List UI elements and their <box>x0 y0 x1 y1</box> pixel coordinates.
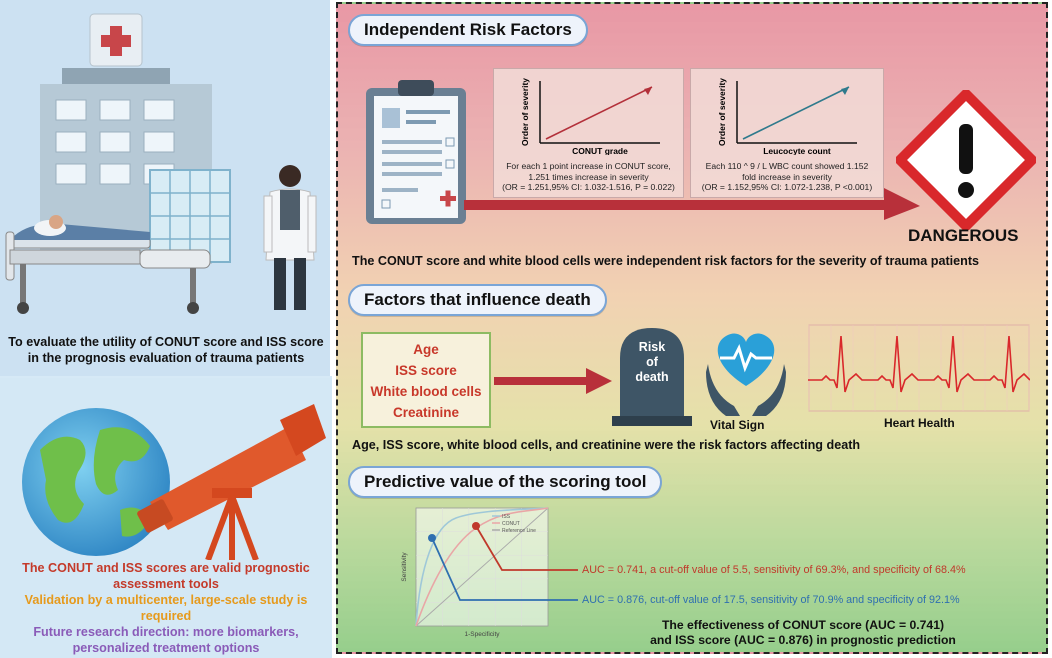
telescope-icon <box>137 404 326 560</box>
conclusions: The CONUT and ISS scores are valid progn… <box>6 560 326 656</box>
ecg-trace <box>808 335 1030 393</box>
left-panel: To evaluate the utility of CONUT score a… <box>0 0 332 658</box>
globe-telescope-illustration <box>22 404 326 560</box>
roc-iss-curve <box>415 507 549 627</box>
wbc-chart-caption: Each 110 ^ 9 / L WBC count showed 1.152 … <box>695 161 879 193</box>
conclusion-1-line-1: The CONUT and ISS scores are valid progn… <box>22 561 310 575</box>
aim-line-1: To evaluate the utility of CONUT score a… <box>8 335 324 349</box>
risk-of-death-line-3: death <box>635 370 669 384</box>
aim-line-2: in the prognosis evaluation of trauma pa… <box>27 351 305 365</box>
effectiveness-line-2: and ISS score (AUC = 0.876) in prognosti… <box>650 633 956 647</box>
results-panel: Independent Risk Factors Order of severi… <box>336 2 1048 654</box>
trend-arrowhead <box>841 87 849 95</box>
conclusion-2-line-1: Validation by a multicenter, large-scale… <box>24 593 308 607</box>
wbc-caption-2: fold increase in severity <box>742 171 832 182</box>
dangerous-label: DANGEROUS <box>908 226 1019 245</box>
danger-warning-icon <box>896 90 1036 230</box>
y-axis-label: Order of severity <box>717 78 727 146</box>
conclusion-3-line-2: personalized treatment options <box>72 641 260 655</box>
auc-conut-text: AUC = 0.741, a cut-off value of 5.5, sen… <box>582 564 966 576</box>
roc-y-axis-label: Sensitivity <box>401 552 408 582</box>
risk-of-death-line-1: Risk <box>638 340 666 354</box>
factor-white-blood-cells: White blood cells <box>370 384 482 399</box>
heart-health-ecg-icon <box>808 324 1030 412</box>
factor-age: Age <box>413 342 439 357</box>
wbc-caption-1: Each 110 ^ 9 / L WBC count showed 1.152 <box>705 161 869 171</box>
globe-icon <box>22 408 170 556</box>
conut-caption-1: For each 1 point increase in CONUT score… <box>506 161 671 171</box>
roc-legend-entry: Reference Line <box>502 528 536 534</box>
arrow-to-danger-icon <box>464 188 920 220</box>
clipboard-icon <box>366 80 466 224</box>
trend-arrowhead <box>644 87 652 95</box>
conclusion-1-line-2: assessment tools <box>113 577 219 591</box>
conut-caption-2: 1.251 times increase in severity <box>528 171 649 182</box>
effectiveness-statement: The effectiveness of CONUT score (AUC = … <box>618 618 988 648</box>
factor-creatinine: Creatinine <box>392 405 460 420</box>
section-title-predictive-value: Predictive value of the scoring tool <box>348 466 663 498</box>
roc-x-axis-label: 1-Specificity <box>464 631 500 638</box>
hospital-illustration <box>5 13 317 314</box>
conclusion-3-line-1: Future research direction: more biomarke… <box>33 625 299 639</box>
hospital-bed-icon <box>5 215 211 314</box>
x-axis-label: Leucocyte count <box>763 146 831 155</box>
vital-sign-label: Vital Sign <box>710 418 765 432</box>
trend-line <box>545 86 653 140</box>
doctor-icon <box>263 165 317 310</box>
auc-iss-text: AUC = 0.876, cut-off value of 17.5, sens… <box>582 594 960 606</box>
vital-sign-icon <box>706 333 786 416</box>
factor-iss-score: ISS score <box>395 363 457 378</box>
x-axis-label: CONUT grade <box>572 146 628 155</box>
section-title-risk-factors: Independent Risk Factors <box>348 14 588 46</box>
conut-chart-caption: For each 1 point increase in CONUT score… <box>498 161 679 193</box>
effectiveness-line-1: The effectiveness of CONUT score (AUC = … <box>661 618 945 632</box>
conut-caption-3: (OR = 1.251,95% CI: 1.032-1.516, P = 0.0… <box>502 182 675 192</box>
roc-reference-line <box>415 507 549 627</box>
death-factors-statement: Age, ISS score, white blood cells, and c… <box>352 438 861 452</box>
study-aim-text: To evaluate the utility of CONUT score a… <box>6 334 326 366</box>
risk-of-death-line-2: of <box>646 355 658 369</box>
risk-of-death-label: Risk of death <box>620 340 684 385</box>
risk-factors-statement: The CONUT score and white blood cells we… <box>352 254 980 268</box>
wbc-caption-3: (OR = 1.152,95% CI: 1.072-1.238, P <0.00… <box>701 182 873 192</box>
auc-pointer-lines <box>431 525 578 601</box>
y-axis-label: Order of severity <box>520 78 530 146</box>
heart-health-label: Heart Health <box>884 416 955 430</box>
section-title-death-factors: Factors that influence death <box>348 284 607 316</box>
roc-legend-entry: CONUT <box>502 521 520 527</box>
tombstone-icon <box>612 328 692 426</box>
death-factors-list: Age ISS score White blood cells Creatini… <box>361 332 491 428</box>
roc-legend-entry: ISS <box>502 514 511 520</box>
arrow-to-death-icon <box>494 368 612 394</box>
conclusion-2-line-2: required <box>140 609 192 623</box>
trend-line <box>742 86 850 140</box>
